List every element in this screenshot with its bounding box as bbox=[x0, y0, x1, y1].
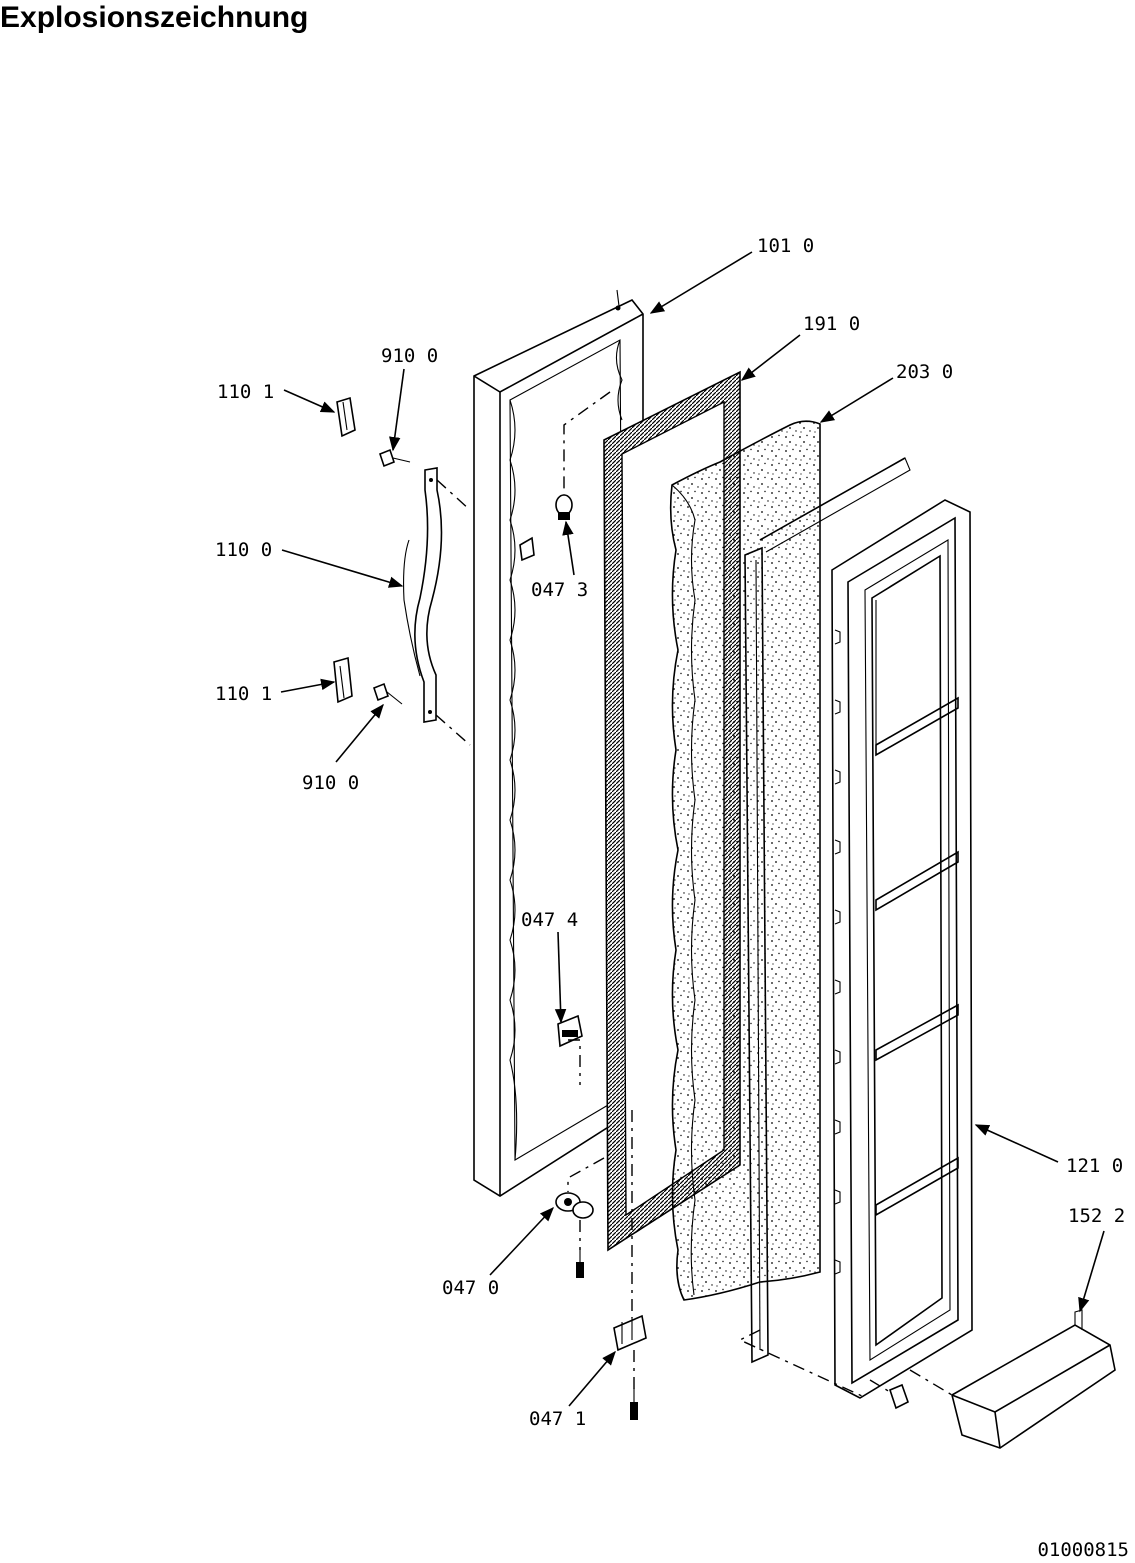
screw-top bbox=[379, 448, 411, 468]
callout-191-0: 191 0 bbox=[803, 313, 860, 335]
screw-047-1 bbox=[630, 1388, 638, 1420]
callout-910-0-top: 910 0 bbox=[381, 345, 438, 367]
callout-labels: 101 0 191 0 203 0 910 0 110 1 110 0 047 … bbox=[215, 235, 1125, 1430]
callout-047-0: 047 0 bbox=[442, 1277, 499, 1299]
callout-110-1-top: 110 1 bbox=[217, 381, 274, 403]
assembly-lines bbox=[435, 391, 953, 1397]
page-title: Explosionszeichnung bbox=[0, 1, 309, 34]
screw-047-0 bbox=[576, 1248, 584, 1278]
door-handle bbox=[403, 467, 443, 723]
callout-110-0: 110 0 bbox=[215, 539, 272, 561]
handle-end-cap-top bbox=[336, 396, 356, 438]
document-number: 01000815 bbox=[1037, 1539, 1129, 1561]
trim-strip bbox=[744, 457, 911, 1364]
callout-110-1-bottom: 110 1 bbox=[215, 683, 272, 705]
bracket-047-4 bbox=[557, 1014, 583, 1048]
callout-101-0: 101 0 bbox=[757, 235, 814, 257]
inner-door-liner bbox=[831, 499, 973, 1399]
screw-liner-bottom bbox=[889, 1383, 909, 1410]
clip-047-3 bbox=[555, 494, 573, 520]
hinge-047-1 bbox=[613, 1314, 647, 1352]
callout-203-0: 203 0 bbox=[896, 361, 953, 383]
foam-insulation-panel bbox=[669, 420, 821, 1301]
callout-047-1: 047 1 bbox=[529, 1408, 586, 1430]
callout-152-2: 152 2 bbox=[1068, 1205, 1125, 1227]
door-shelf-bin bbox=[951, 1309, 1116, 1449]
callout-121-0: 121 0 bbox=[1066, 1155, 1123, 1177]
bracket-upper bbox=[519, 536, 535, 562]
callout-047-3: 047 3 bbox=[531, 579, 588, 601]
callout-leaders bbox=[280, 251, 1105, 1407]
hinge-047-0 bbox=[555, 1192, 594, 1219]
callout-047-4: 047 4 bbox=[521, 909, 578, 931]
handle-end-cap-bottom bbox=[333, 656, 353, 704]
screw-bottom bbox=[373, 682, 403, 705]
callout-910-0-bottom: 910 0 bbox=[302, 772, 359, 794]
